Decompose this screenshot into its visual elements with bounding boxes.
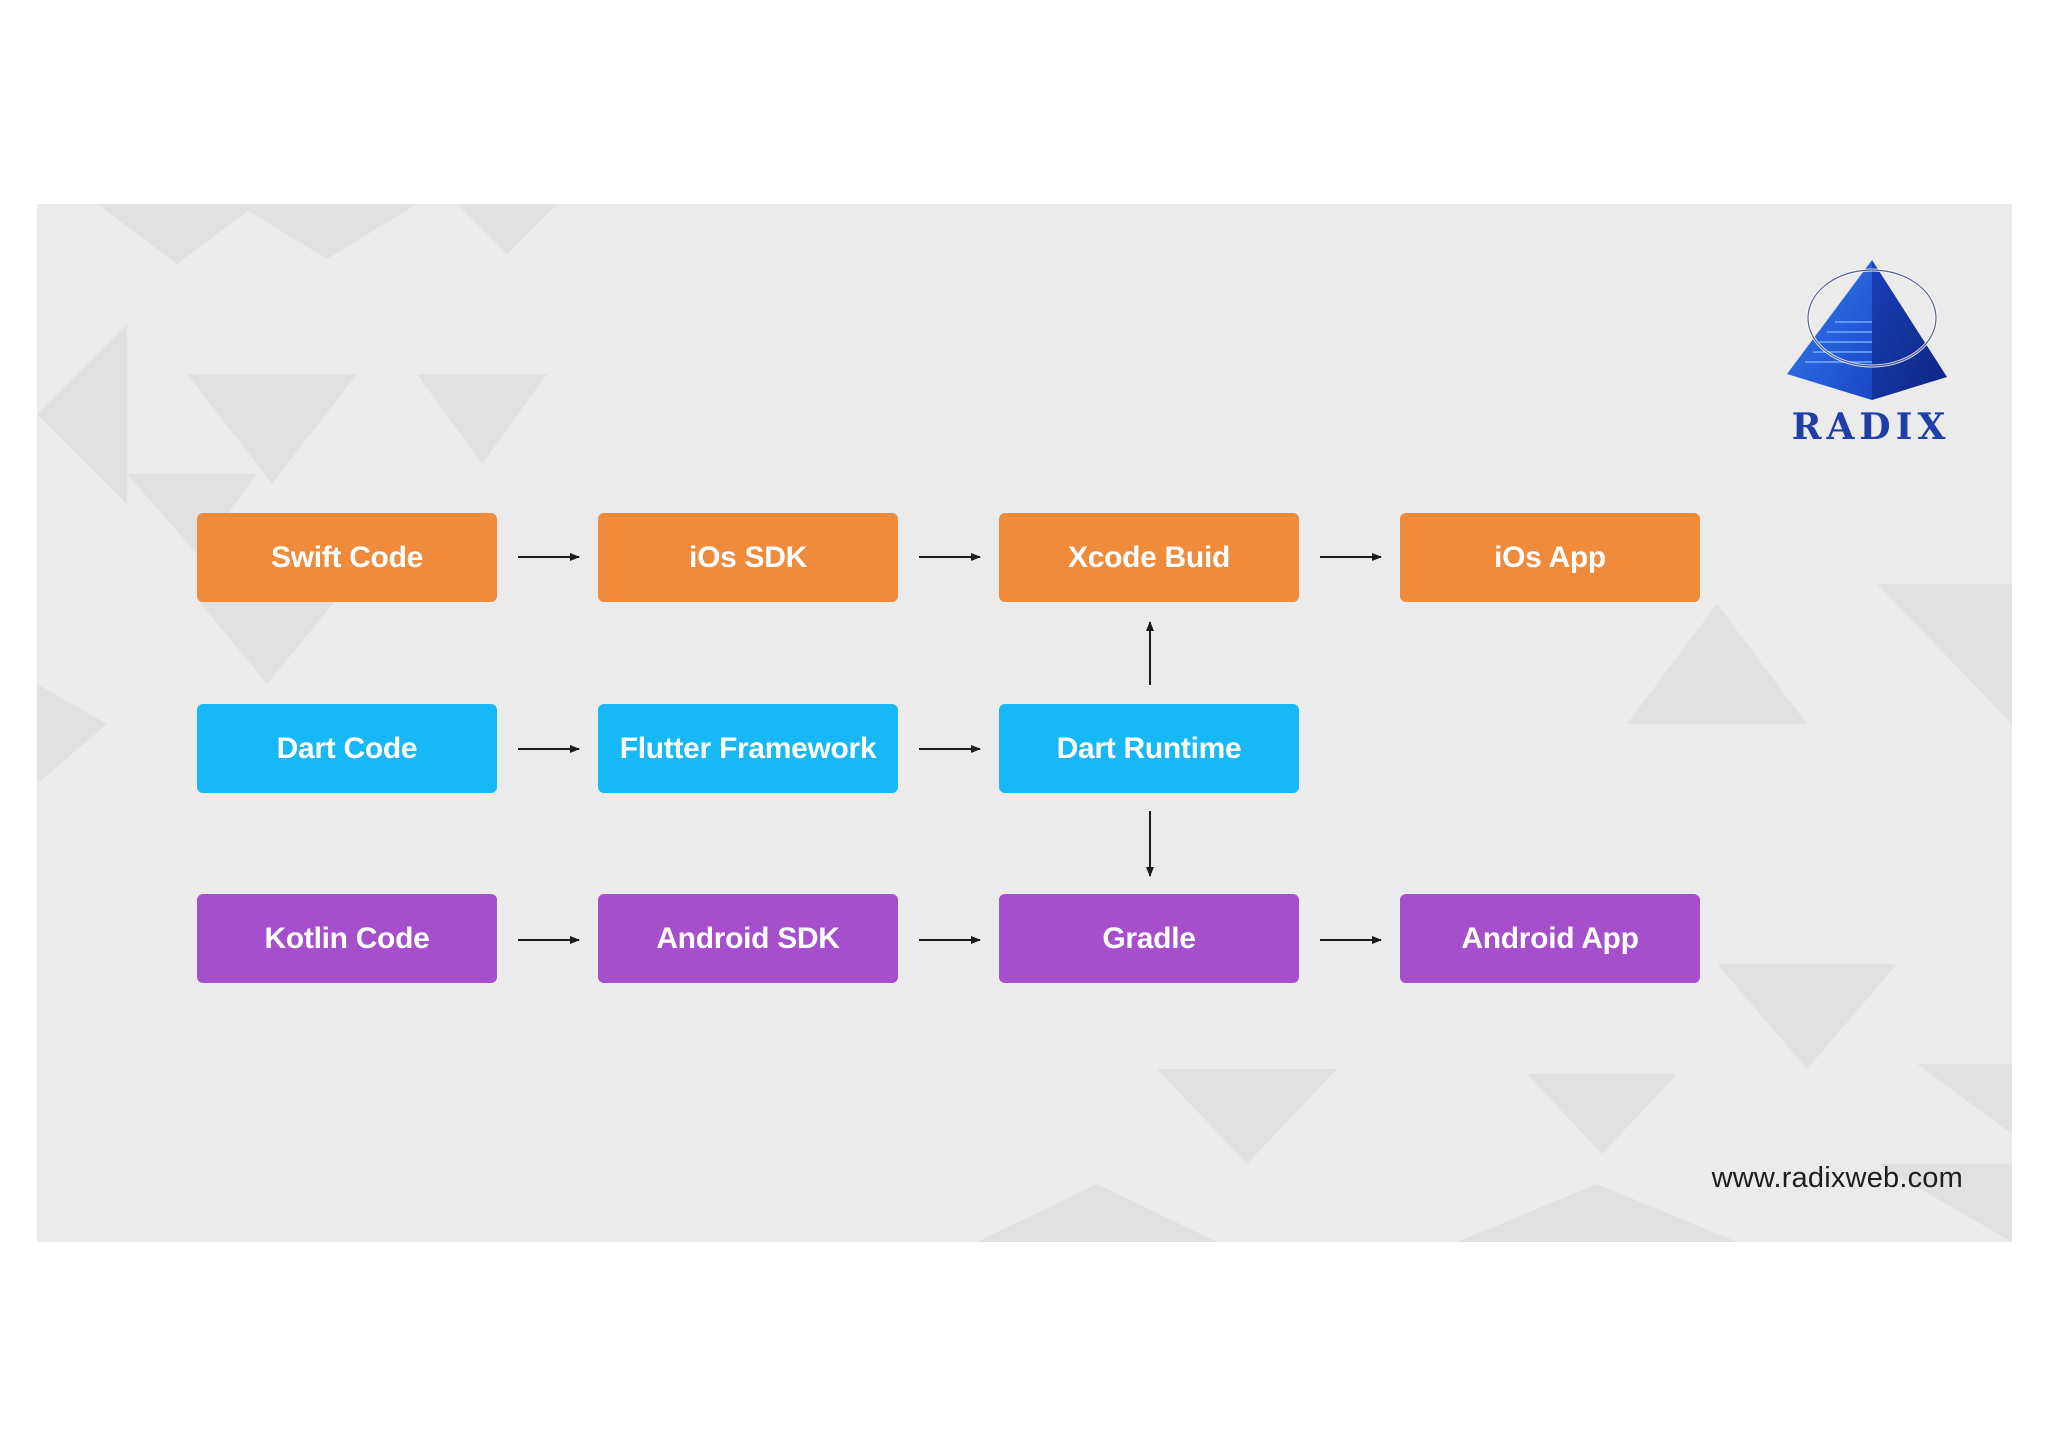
node-swift-code: Swift Code [197,513,497,602]
node-xcode-build: Xcode Buid [999,513,1299,602]
node-gradle: Gradle [999,894,1299,983]
pyramid-globe-logo-icon [1787,260,1947,400]
triangle-background-pattern [37,204,2012,1242]
connector-arrows [518,553,1382,944]
node-ios-app: iOs App [1400,513,1700,602]
node-kotlin-code: Kotlin Code [197,894,497,983]
node-android-app: Android App [1400,894,1700,983]
node-flutter-framework: Flutter Framework [598,704,898,793]
node-android-sdk: Android SDK [598,894,898,983]
node-dart-runtime: Dart Runtime [999,704,1299,793]
radix-logo-wordmark: RADIX [1791,406,1951,448]
node-dart-code: Dart Code [197,704,497,793]
node-ios-sdk: iOs SDK [598,513,898,602]
website-url: www.radixweb.com [1711,1162,1963,1194]
diagram-panel: Swift Code iOs SDK Xcode Buid iOs App Da… [37,204,2012,1242]
